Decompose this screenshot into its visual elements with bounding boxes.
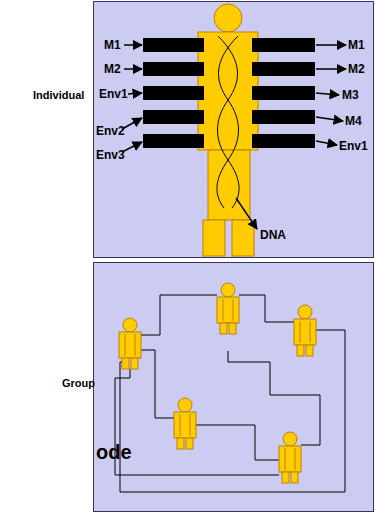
level-label: Group [62, 377, 95, 390]
output-label: M3 [342, 88, 359, 102]
cut-heading: ode [96, 440, 132, 464]
individual-panel [94, 2, 374, 258]
arrows [122, 45, 346, 229]
group-panel [94, 263, 374, 512]
level-label: Individual [33, 89, 84, 102]
output-label: Env1 [339, 139, 368, 153]
input-label: Env1 [99, 87, 128, 101]
output-label: M2 [348, 62, 365, 76]
dna-label: DNA [260, 228, 286, 242]
output-label: M4 [345, 114, 362, 128]
input-label: Env2 [96, 124, 125, 138]
input-label: Env3 [96, 148, 125, 162]
person-figure [143, 4, 315, 256]
input-label: M2 [104, 62, 121, 76]
input-label: M1 [104, 38, 121, 52]
output-label: M1 [348, 38, 365, 52]
group-people [119, 283, 316, 483]
